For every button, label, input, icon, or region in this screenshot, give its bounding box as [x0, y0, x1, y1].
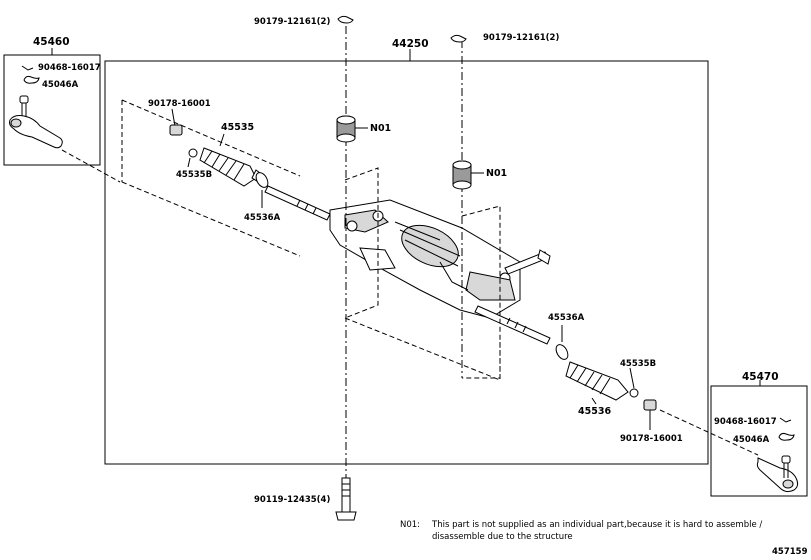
dashed-leader-tierod-right	[659, 409, 759, 456]
label-45046a-left[interactable]: 45046A	[42, 80, 79, 90]
tie-rod-end-left-icon	[9, 95, 63, 149]
leader-45536	[591, 397, 597, 405]
rack-shaft-left-icon	[264, 185, 331, 221]
bolt-90179-right-icon	[450, 34, 467, 43]
steering-gear-housing-icon	[329, 199, 551, 319]
label-45470[interactable]: 45470	[742, 371, 779, 383]
footnote-code: N01:	[400, 520, 420, 530]
label-90178-left[interactable]: 90178-16001	[148, 99, 211, 109]
bolt-90179-top-icon	[337, 15, 354, 24]
rack-shaft-right-icon	[474, 305, 551, 345]
footnote-line2: disassemble due to the structure	[432, 532, 573, 542]
leader-45535b-right	[629, 367, 635, 389]
boot-45535-left-icon	[199, 147, 265, 187]
clip-90178-right-icon	[643, 399, 657, 411]
label-45536[interactable]: 45536	[578, 406, 611, 417]
label-45535[interactable]: 45535	[221, 122, 254, 133]
label-90179-right[interactable]: 90179-12161(2)	[483, 33, 559, 43]
label-90468-left[interactable]: 90468-16017	[38, 63, 101, 73]
dashed-outline-left	[121, 99, 301, 257]
footnote-line1: This part is not supplied as an individu…	[431, 520, 762, 530]
clip-90178-left-icon	[169, 124, 183, 136]
dashed-outline-center-right	[461, 205, 501, 379]
label-90468-right[interactable]: 90468-16017	[714, 417, 777, 427]
label-45535b-left[interactable]: 45535B	[176, 170, 212, 180]
figure-id: 457159	[772, 547, 808, 557]
label-44250[interactable]: 44250	[392, 38, 429, 50]
tie-rod-end-right-icon	[756, 455, 799, 493]
label-n01-a[interactable]: N01	[370, 123, 391, 134]
dashed-leader-tierod-left	[61, 149, 121, 183]
label-45535b-right[interactable]: 45535B	[620, 359, 656, 369]
label-45046a-right[interactable]: 45046A	[733, 435, 770, 445]
label-90178-right[interactable]: 90178-16001	[620, 434, 683, 444]
clamp-45535b-right-icon	[629, 388, 639, 398]
label-90179-top[interactable]: 90179-12161(2)	[254, 17, 330, 27]
leader-45535b-left	[187, 157, 191, 168]
clip-45536a-right-icon	[555, 344, 569, 360]
bushing-n01-a-icon	[336, 115, 356, 143]
leader-45535	[219, 133, 225, 147]
cotter-45046a-left-icon	[23, 75, 40, 84]
label-45460[interactable]: 45460	[33, 36, 70, 48]
clip-45536a-left-icon	[255, 172, 269, 188]
clamp-45535b-left-icon	[188, 148, 198, 158]
label-n01-b[interactable]: N01	[486, 168, 507, 179]
bolt-90119-icon	[335, 477, 357, 521]
label-45536a-right[interactable]: 45536A	[548, 313, 585, 323]
label-90119[interactable]: 90119-12435(4)	[254, 495, 330, 505]
bushing-n01-b-icon	[452, 160, 472, 190]
tie-rod-end-box-right	[710, 385, 808, 497]
assembly-44250-frame	[104, 60, 709, 465]
boot-45536-right-icon	[565, 361, 629, 401]
label-45536a-left[interactable]: 45536A	[244, 213, 281, 223]
leader-90178-left	[171, 108, 176, 127]
nut-90468-left-icon	[21, 65, 34, 71]
nut-90468-right-icon	[779, 417, 792, 423]
cotter-45046a-right-icon	[778, 432, 795, 441]
